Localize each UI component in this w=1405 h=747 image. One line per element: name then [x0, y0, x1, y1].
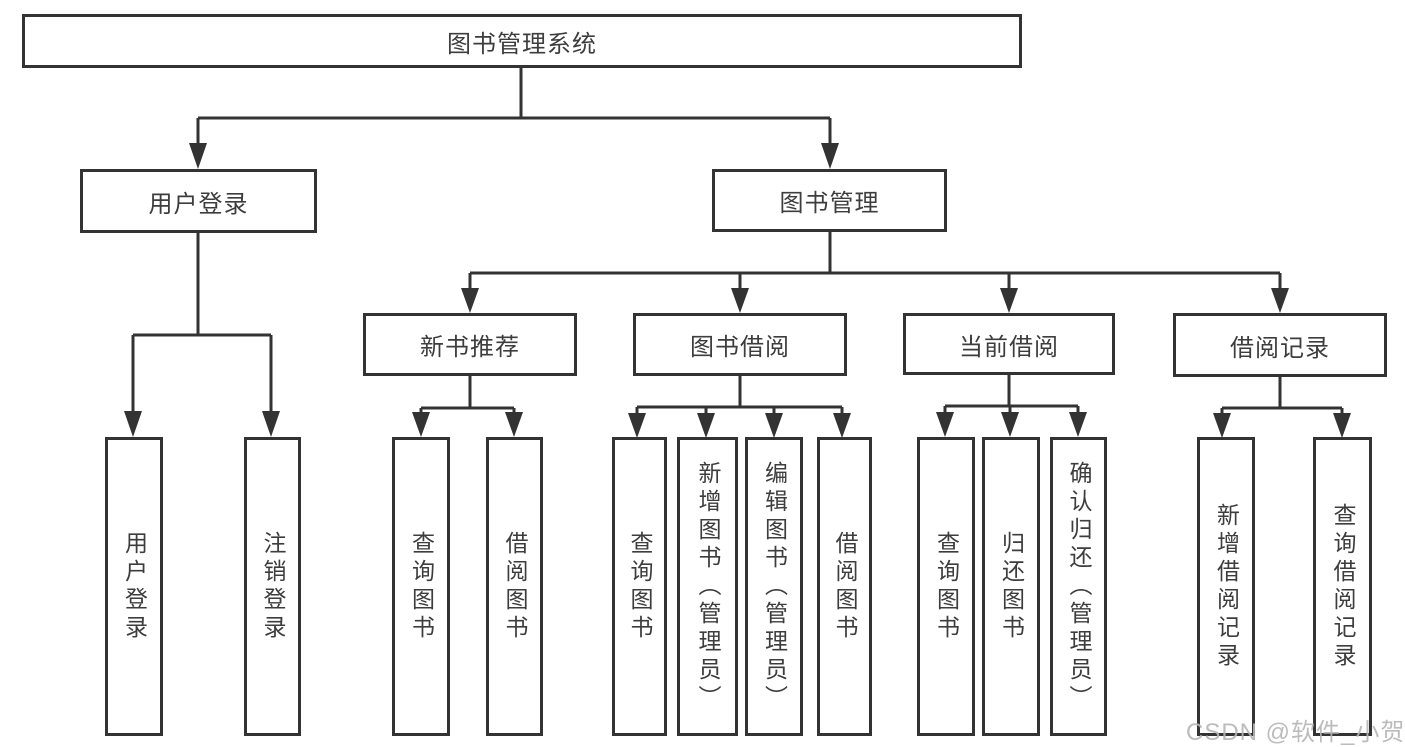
node-borrowing-records: 借阅记录	[1173, 313, 1387, 377]
leaf-add-books-admin-label: 新增图书（管理员）	[695, 460, 721, 713]
node-new-book-recommendation-label: 新书推荐	[420, 334, 520, 361]
node-borrowing-records-label: 借阅记录	[1230, 334, 1330, 362]
leaf-recommend-borrow-books-label: 借阅图书	[502, 530, 528, 643]
leaf-add-borrow-record: 新增借阅记录	[1197, 437, 1255, 736]
node-current-borrowing: 当前借阅	[903, 313, 1115, 375]
leaf-edit-books-admin: 编辑图书（管理员）	[745, 437, 803, 736]
leaf-add-borrow-record-label: 新增借阅记录	[1213, 502, 1240, 671]
leaf-recommend-query-books-label: 查询图书	[408, 530, 435, 643]
node-current-borrowing-label: 当前借阅	[959, 333, 1059, 361]
leaf-borrow-books: 借阅图书	[817, 437, 872, 736]
leaf-logout: 注销登录	[244, 437, 301, 736]
leaf-return-books: 归还图书	[982, 437, 1040, 736]
node-book-management: 图书管理	[712, 169, 947, 232]
node-root: 图书管理系统	[22, 14, 1022, 68]
leaf-recommend-query-books: 查询图书	[392, 437, 450, 736]
leaf-return-books-label: 归还图书	[998, 530, 1025, 643]
node-new-book-recommendation: 新书推荐	[363, 313, 577, 376]
leaf-logout-label: 注销登录	[260, 530, 286, 643]
leaf-confirm-return-admin: 确认归还（管理员）	[1050, 437, 1107, 736]
node-root-label: 图书管理系统	[447, 30, 597, 58]
node-book-borrowing-label: 图书借阅	[690, 334, 790, 361]
leaf-add-books-admin: 新增图书（管理员）	[677, 437, 738, 736]
leaf-borrow-query-books-label: 查询图书	[627, 530, 653, 643]
leaf-borrow-query-books: 查询图书	[612, 437, 667, 736]
watermark: CSDN @软件_小贺同学	[1186, 719, 1405, 746]
node-user-login: 用户登录	[80, 169, 317, 233]
leaf-current-query-books-label: 查询图书	[933, 530, 960, 643]
arrowheads	[124, 143, 1351, 438]
leaf-user-login-label: 用户登录	[121, 530, 148, 643]
leaf-edit-books-admin-label: 编辑图书（管理员）	[761, 460, 788, 713]
leaf-recommend-borrow-books: 借阅图书	[486, 437, 543, 736]
node-book-management-label: 图书管理	[779, 190, 880, 217]
leaf-current-query-books: 查询图书	[917, 437, 975, 736]
leaf-confirm-return-admin-label: 确认归还（管理员）	[1066, 460, 1092, 713]
leaf-borrow-books-label: 借阅图书	[832, 530, 858, 643]
node-book-borrowing: 图书借阅	[633, 313, 847, 376]
leaf-query-borrow-record-label: 查询借阅记录	[1330, 502, 1356, 671]
leaf-query-borrow-record: 查询借阅记录	[1313, 437, 1372, 736]
node-user-login-label: 用户登录	[148, 190, 249, 218]
leaf-user-login: 用户登录	[105, 437, 163, 736]
